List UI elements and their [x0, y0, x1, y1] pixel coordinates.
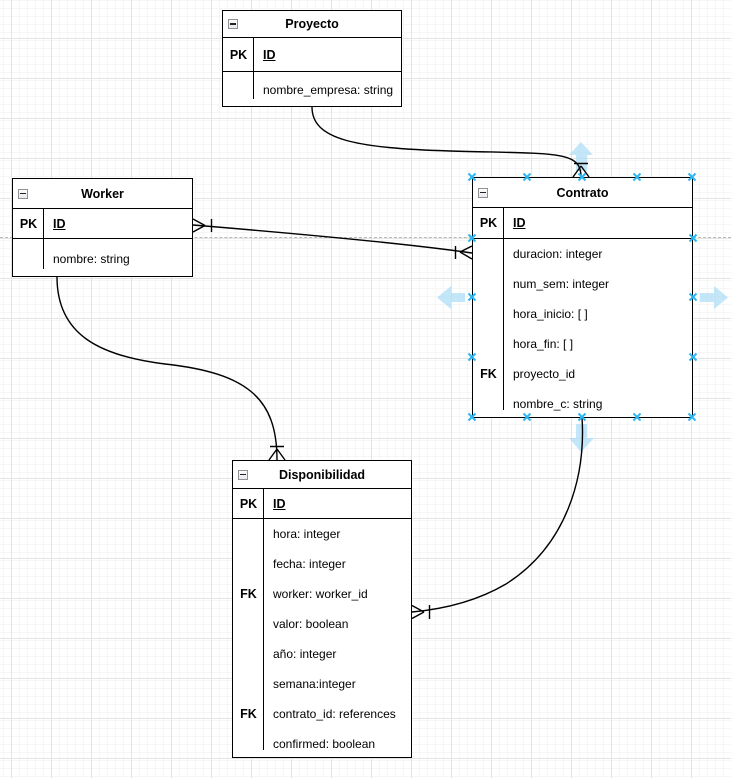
edge-contrato-disponibilidad[interactable]	[411, 416, 584, 620]
attribute-text: nombre_empresa: string	[263, 83, 394, 97]
fk-label: FK	[240, 587, 257, 601]
collapse-icon[interactable]	[228, 19, 238, 29]
pk-label: PK	[19, 216, 38, 231]
edge-worker-contrato[interactable]	[192, 218, 473, 260]
entity-header: Proyecto	[223, 11, 401, 38]
attribute-text: nombre: string	[53, 251, 130, 266]
pk-row[interactable]: PK ID	[233, 489, 411, 519]
attribute-row[interactable]: nombre_empresa: string	[223, 72, 401, 108]
edge-line[interactable]	[411, 416, 584, 613]
pk-row[interactable]: PK ID	[13, 209, 192, 239]
edge-worker-disponibilidad[interactable]	[56, 276, 286, 461]
attribute-row[interactable]: hora_inicio: [ ]	[473, 299, 692, 329]
pk-label: PK	[229, 47, 248, 62]
column-divider	[253, 38, 254, 99]
minus-glyph	[230, 23, 236, 25]
attribute-row[interactable]: num_sem: integer	[473, 269, 692, 299]
attribute-text: confirmed: boolean	[273, 737, 376, 751]
entity-header: Worker	[13, 179, 192, 209]
edge-line[interactable]	[56, 276, 278, 461]
entity-title: Disponibilidad	[278, 467, 366, 482]
connect-arrow-right-icon[interactable]	[700, 286, 728, 309]
edge-line[interactable]	[192, 224, 473, 254]
minus-glyph	[480, 191, 486, 194]
crowfoot-many-marker	[572, 162, 590, 178]
attribute-text: hora_fin: [ ]	[513, 337, 574, 351]
collapse-icon[interactable]	[18, 188, 28, 199]
pk-field: ID	[273, 496, 286, 511]
connect-arrow-left-icon[interactable]	[437, 286, 465, 309]
attribute-row[interactable]: FK contrato_id: references	[233, 699, 411, 729]
attribute-row[interactable]: hora_fin: [ ]	[473, 329, 692, 359]
crowfoot-many-marker	[268, 445, 286, 461]
connect-arrow-down-icon[interactable]	[569, 424, 594, 452]
pk-field: ID	[53, 216, 66, 231]
attribute-row[interactable]: FK proyecto_id	[473, 359, 692, 389]
collapse-icon[interactable]	[478, 187, 488, 198]
connect-arrow-up-icon[interactable]	[569, 142, 593, 171]
attribute-text: semana:integer	[273, 677, 356, 691]
attribute-row[interactable]: FK worker: worker_id	[233, 579, 411, 609]
entity-title: Worker	[81, 186, 124, 201]
minus-glyph	[240, 473, 246, 476]
attribute-row[interactable]: semana:integer	[233, 669, 411, 699]
edge-line[interactable]	[311, 106, 582, 178]
attribute-text: hora: integer	[273, 527, 341, 541]
attribute-text: proyecto_id	[513, 367, 576, 381]
fk-label: FK	[240, 707, 257, 721]
column-divider	[503, 208, 504, 410]
fk-label: FK	[480, 367, 497, 381]
pk-label: PK	[479, 216, 498, 230]
attribute-text: duracion: integer	[513, 247, 603, 261]
minus-glyph	[20, 192, 26, 195]
attribute-row[interactable]: nombre_c: string	[473, 389, 692, 419]
attribute-row[interactable]: valor: boolean	[233, 609, 411, 639]
pk-row[interactable]: PK ID	[223, 38, 401, 72]
pk-field: ID	[513, 216, 526, 230]
attribute-row[interactable]: confirmed: boolean	[233, 729, 411, 759]
attribute-text: año: integer	[273, 647, 337, 661]
pk-row[interactable]: PK ID	[473, 208, 692, 239]
attribute-row[interactable]: fecha: integer	[233, 549, 411, 579]
column-divider	[263, 489, 264, 750]
attribute-row[interactable]: nombre: string	[13, 239, 192, 278]
crowfoot-many-marker	[192, 218, 473, 260]
edge-proyecto-contrato[interactable]	[311, 106, 590, 178]
attribute-text: contrato_id: references	[273, 707, 396, 721]
attribute-text: fecha: integer	[273, 557, 346, 571]
attribute-text: worker: worker_id	[273, 587, 368, 601]
pk-label: PK	[239, 496, 258, 511]
entity-title: Proyecto	[285, 17, 339, 31]
attribute-text: valor: boolean	[273, 617, 349, 631]
column-divider	[43, 209, 44, 269]
attribute-text: num_sem: integer	[513, 277, 610, 291]
attribute-text: hora_inicio: [ ]	[513, 307, 588, 321]
attribute-row[interactable]: duracion: integer	[473, 239, 692, 269]
collapse-icon[interactable]	[238, 469, 248, 480]
entity-title: Contrato	[556, 185, 609, 200]
entity-header: Disponibilidad	[233, 461, 411, 489]
crowfoot-many-marker	[411, 604, 431, 620]
attribute-text: nombre_c: string	[513, 397, 603, 411]
attribute-row[interactable]: hora: integer	[233, 519, 411, 549]
entity-header: Contrato	[473, 178, 692, 208]
attribute-row[interactable]: año: integer	[233, 639, 411, 669]
pk-field: ID	[263, 47, 276, 62]
